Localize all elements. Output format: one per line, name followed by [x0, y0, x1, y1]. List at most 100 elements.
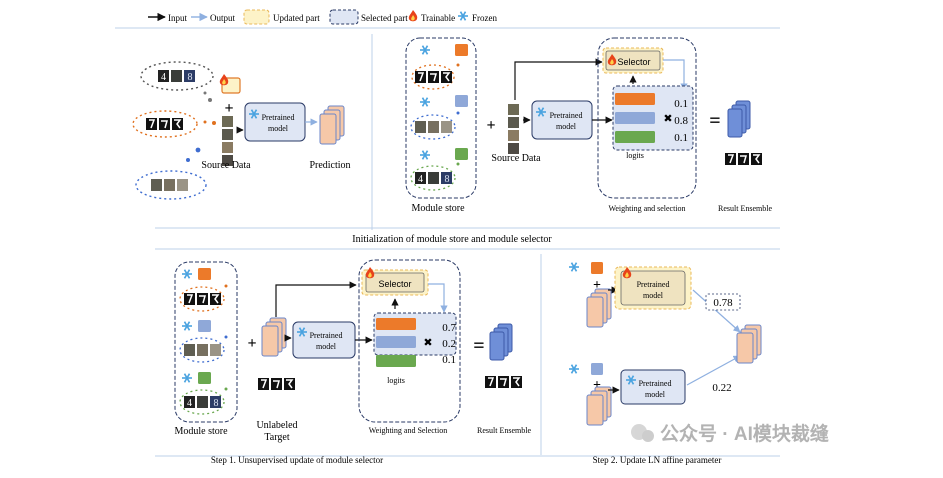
- pretrained-model-box: [292, 321, 356, 359]
- source-data-label: Source Data: [491, 153, 541, 164]
- logit-blue: [615, 112, 655, 124]
- target-stack-bottom: [586, 386, 612, 426]
- legend-selected-part: Selected part: [361, 13, 408, 23]
- top-left-panel: + Pretrained model Source Data Predictio…: [132, 61, 351, 200]
- result-ensemble-label: Result Ensemble: [477, 426, 531, 435]
- logit-green: [376, 355, 416, 367]
- module-orange: [455, 44, 468, 56]
- pretrained-line2: model: [643, 291, 664, 300]
- result-stack: [489, 323, 513, 361]
- module-store-label: Module store: [411, 203, 465, 214]
- source-images-3: [151, 179, 188, 191]
- trainable-icon: [408, 10, 418, 22]
- pretrained-line2: model: [556, 122, 577, 131]
- weight-1: 0.1: [674, 98, 688, 110]
- pretrained-line1: Pretrained: [262, 113, 295, 122]
- source-cloud-3: [135, 170, 207, 200]
- multiply-icon: ✖: [663, 113, 672, 125]
- selector-box: [365, 272, 425, 293]
- pretrained-line2: model: [316, 342, 337, 351]
- weighting-box: [597, 37, 697, 199]
- result-stack: [727, 100, 751, 138]
- pretrained-model-trainable: [620, 270, 686, 306]
- pretrained-model-frozen: [620, 369, 686, 405]
- result-images: [484, 375, 523, 389]
- result-images: [724, 152, 763, 166]
- watermark: 公众号 · AI模块裁缝: [631, 422, 829, 445]
- frozen-icon: [457, 10, 469, 22]
- equals-sign: =: [709, 110, 720, 132]
- output-stack: [736, 324, 762, 364]
- pretrained-model-box: [531, 100, 593, 140]
- trainable-flame-icon: [219, 74, 229, 86]
- pretrained-line1: Pretrained: [637, 280, 670, 289]
- weight-bottom: 0.22: [712, 382, 731, 394]
- logits-label: logits: [387, 376, 405, 385]
- unlabeled-target-stack: [261, 317, 287, 357]
- weighting-box: [358, 259, 461, 423]
- legend: Input Output Updated part Selected part …: [148, 9, 497, 25]
- bottom-right-panel: + Pretrained model 0.78 + Pretrained mod…: [568, 261, 762, 465]
- plus-icon: +: [224, 100, 233, 117]
- target-stack-top: [586, 288, 612, 328]
- weight-2: 0.8: [674, 115, 688, 127]
- svg-text:+: +: [593, 378, 601, 393]
- weight-3: 0.1: [674, 132, 688, 144]
- weight-2: 0.2: [442, 338, 456, 350]
- unlabeled-line1: Unlabeled: [256, 420, 297, 431]
- pretrained-line1: Pretrained: [310, 331, 343, 340]
- legend-input: Input: [168, 13, 187, 23]
- module-store-label: Module store: [174, 426, 228, 437]
- pretrained-line2: model: [645, 390, 666, 399]
- pretrained-line1: Pretrained: [550, 111, 583, 120]
- logit-green: [615, 131, 655, 143]
- step1-title: Step 1. Unsupervised update of module se…: [211, 455, 383, 465]
- pretrained-line1: Pretrained: [639, 379, 672, 388]
- pretrained-model-box: [244, 102, 306, 142]
- source-images-2: [145, 117, 184, 131]
- source-data-label: Source Data: [201, 160, 251, 171]
- multiply-icon: ✖: [423, 337, 432, 349]
- weighting-label: Weighting and Selection: [369, 426, 447, 435]
- pretrained-line2: model: [268, 124, 289, 133]
- module-orange: [591, 262, 603, 274]
- weight-top: 0.78: [713, 297, 733, 309]
- equals-sign: =: [473, 335, 484, 357]
- logits-label: logits: [626, 151, 644, 160]
- source-images-1: [158, 70, 195, 83]
- selector-box: [605, 50, 661, 71]
- legend-updated-part: Updated part: [273, 13, 320, 23]
- weighting-label: Weighting and selection: [608, 204, 685, 213]
- result-ensemble-label: Result Ensemble: [718, 204, 772, 213]
- weight-top-box: [705, 293, 741, 311]
- selector-label: Selector: [617, 57, 650, 67]
- prediction-stack: [319, 105, 345, 145]
- step2-title: Step 2. Update LN affine parameter: [593, 455, 722, 465]
- logit-orange: [615, 93, 655, 105]
- module-store-box: [405, 37, 477, 199]
- source-image-stack: [222, 116, 233, 166]
- logit-blue: [376, 336, 416, 348]
- svg-text:+: +: [593, 278, 601, 293]
- updated-part-swatch: [243, 9, 270, 25]
- module-store-box: [174, 261, 238, 423]
- weight-1: 0.7: [442, 322, 456, 334]
- unlabeled-line2: Target: [264, 432, 289, 443]
- top-right-panel: Module store + Pretrained model Source D…: [405, 37, 772, 214]
- bottom-left-panel: Module store + Unlabeled Target Pretrain…: [174, 259, 531, 465]
- watermark-text: 公众号 · AI模块裁缝: [660, 422, 829, 445]
- weight-3: 0.1: [442, 354, 456, 366]
- module-blue: [455, 95, 468, 107]
- section1-title: Initialization of module store and modul…: [352, 234, 552, 245]
- module-green: [455, 148, 468, 160]
- plus-icon: +: [247, 335, 256, 352]
- unlabeled-target-images: [257, 377, 296, 391]
- plus-icon: +: [486, 117, 495, 134]
- legend-output: Output: [210, 13, 236, 23]
- logit-orange: [376, 318, 416, 330]
- selected-part-swatch: [329, 9, 359, 25]
- legend-frozen: Frozen: [472, 13, 497, 23]
- selector-label: Selector: [378, 279, 411, 289]
- legend-trainable: Trainable: [421, 13, 455, 23]
